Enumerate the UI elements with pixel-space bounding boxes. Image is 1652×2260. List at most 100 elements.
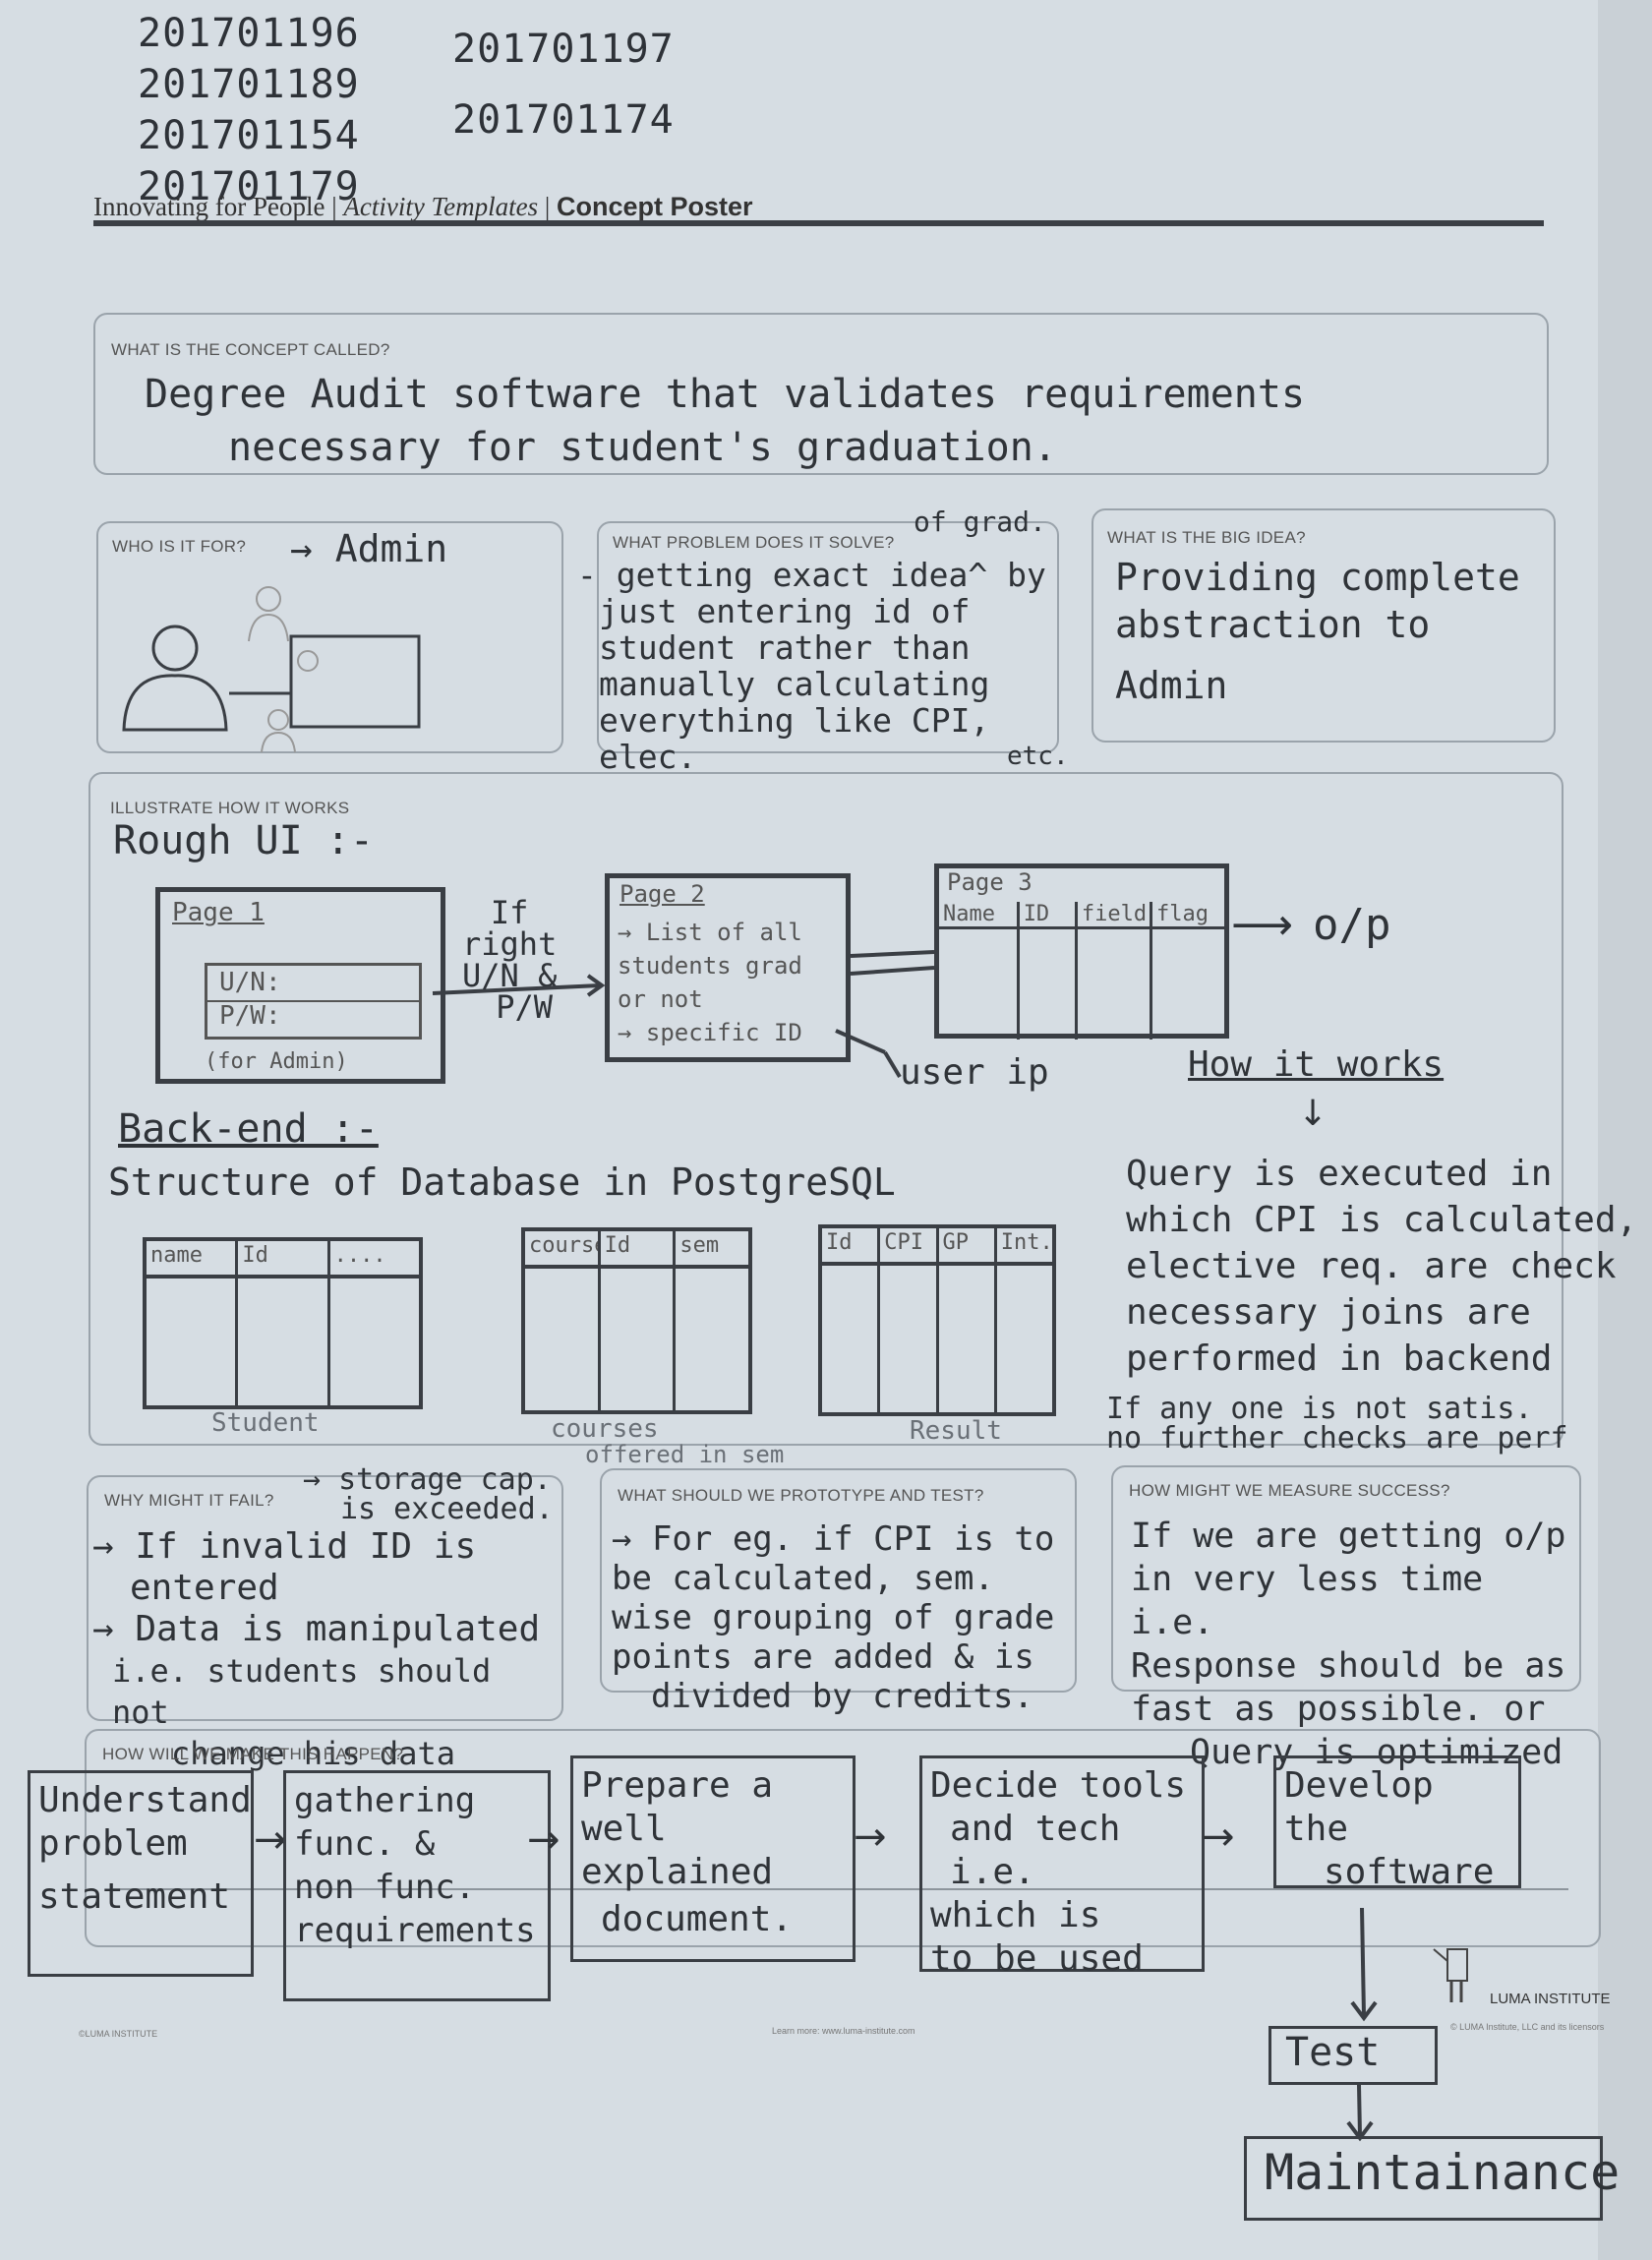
student-id: 201701189 [138,62,360,107]
prototype-label: WHAT SHOULD WE PROTOTYPE AND TEST? [618,1486,984,1505]
how-line: Query is executed in [1126,1154,1553,1194]
table-col: Id [822,1228,881,1262]
prototype-line: divided by credits. [651,1677,1033,1716]
prototype-line: wise grouping of grade [612,1598,1055,1637]
courses-table-subcaption: offered in sem [585,1441,785,1468]
result-table-caption: Result [910,1416,1002,1446]
page-2-line: or not [618,985,703,1013]
table-col: sem [679,1233,720,1258]
page-2-line: → List of all [618,919,802,946]
problem-label: WHAT PROBLEM DOES IT SOLVE? [613,533,895,552]
test-step: Test [1268,2026,1438,2085]
login-form-sketch: U/N: P/W: [205,963,422,1040]
step-line: and tech i.e. [950,1809,1121,1892]
student-id: 201701196 [138,11,360,56]
page-3-col: field [1077,902,1150,929]
step-line: Prepare a [581,1765,774,1806]
problem-tail: etc. [1007,742,1069,771]
condition-line: U/N & [462,957,558,994]
fail-section: WHY MIGHT IT FAIL? → storage cap. is exc… [87,1465,563,1772]
login-condition-note: If right U/N & P/W [462,897,557,1023]
fail-top-note: → storage cap. is exceeded. [303,1465,554,1524]
fail-label: WHY MIGHT IT FAIL? [104,1491,274,1510]
step-arrow-icon: → [254,1817,287,1863]
happen-step-1: Understand problem statement [28,1770,254,1977]
luma-mascot-icon [1433,1948,1468,2002]
poster-sheet [0,0,1598,2260]
measure-line: Query is optimized [1190,1733,1564,1772]
backend-title: Back-end :- [118,1106,379,1152]
page-3-col: ID [1019,902,1075,929]
page-2-line: → specific ID [618,1019,802,1046]
ui-page-3-sketch: Page 3 Name ID field flag [934,863,1229,1040]
problem-line: student rather than [599,628,971,667]
table-col: name [147,1241,239,1275]
footer-left-note: ©LUMA INSTITUTE [79,2029,158,2039]
how-line: performed in backend [1126,1338,1553,1379]
big-idea-section: WHAT IS THE BIG IDEA? Providing complete… [1092,508,1556,743]
fail-line: → If invalid ID is [92,1526,477,1567]
step-line: which is [930,1895,1101,1935]
happen-step-2: gathering func. & non func. requirements [283,1770,551,2001]
student-ids-right: 201701197 201701174 [452,14,675,155]
table-col: CPI [880,1228,939,1262]
rough-ui-title: Rough UI :- [113,818,374,863]
measure-section: HOW MIGHT WE MEASURE SUCCESS? If we are … [1111,1465,1581,1772]
fail-top-line: is exceeded. [340,1492,554,1526]
step-line: func. & [294,1824,436,1864]
step-line: Develop the [1284,1765,1434,1849]
down-arrow-icon: ↓ [1298,1094,1328,1134]
happen-step-3: Prepare a well explained document. [570,1755,856,1962]
student-id: 201701154 [138,113,360,158]
who-label: WHO IS IT FOR? [112,537,247,556]
condition-line: If [490,894,529,931]
step-line: document. [601,1899,794,1939]
ui-flow-arrows [432,950,935,1079]
happen-step-4: Decide tools and tech i.e. which is to b… [919,1755,1205,1979]
prototype-line: points are added & is [612,1637,1034,1677]
step-line: well explained [581,1809,774,1892]
step-line: non func. [294,1868,476,1907]
output-arrow-icon: ⟶ [1231,900,1294,950]
fail-line: → Data is manipulated [92,1609,541,1649]
fail-line: change his data [171,1735,455,1772]
concept-section: WHAT IS THE CONCEPT CALLED? Degree Audit… [93,313,1549,475]
step-line: requirements [294,1911,536,1950]
admin-user-sketch-icon [122,586,421,753]
page-3-table: Name ID field flag [939,902,1225,1040]
fail-text: → If invalid ID is entered → Data is man… [92,1526,561,1774]
concept-line-1: Degree Audit software that validates req… [145,372,1306,417]
student-table-caption: Student [211,1408,320,1438]
table-col: course [525,1231,601,1265]
header-brand-text: Innovating for People [93,192,325,221]
page-1-note: (for Admin) [205,1049,348,1074]
header-activity-templates: Activity Templates [343,192,539,221]
student-id: 201701197 [452,27,675,72]
page-1-title: Page 1 [172,898,265,927]
check-line: If any one is not satis. [1106,1392,1533,1426]
happen-section: HOW WILL WE MAKE THIS HAPPEN? [85,1729,1601,1947]
illustrate-label: ILLUSTRATE HOW IT WORKS [110,799,350,817]
timeline-line [113,1888,1568,1890]
page-3-col: flag [1151,902,1225,929]
table-col: Int. [1000,1230,1052,1255]
how-it-works-text: Query is executed in which CPI is calcul… [1126,1151,1637,1382]
big-idea-text: Providing complete abstraction to Admin [1115,554,1520,709]
header-separator: | [544,192,551,221]
problem-section: WHAT PROBLEM DOES IT SOLVE? of grad. - g… [577,506,1069,775]
header-rule [93,220,1544,226]
page-2-line: students grad [618,952,802,980]
ui-page-2-sketch: Page 2 → List of all students grad or no… [605,873,851,1062]
problem-line: just entering id of [599,592,971,630]
fail-top-line: → storage cap. [303,1462,552,1497]
how-line: elective req. are check [1126,1246,1617,1286]
prototype-line: be calculated, sem. [612,1559,994,1598]
big-idea-line: abstraction to [1115,603,1431,646]
prototype-text: → For eg. if CPI is to be calculated, se… [612,1519,1054,1716]
problem-line: everything like CPI, elec. [599,701,990,776]
page-2-title: Page 2 [620,880,705,908]
luma-brand: LUMA INSTITUTE [1490,1991,1611,2007]
step-line: Understand [38,1780,252,1820]
step-line: gathering [294,1781,476,1820]
